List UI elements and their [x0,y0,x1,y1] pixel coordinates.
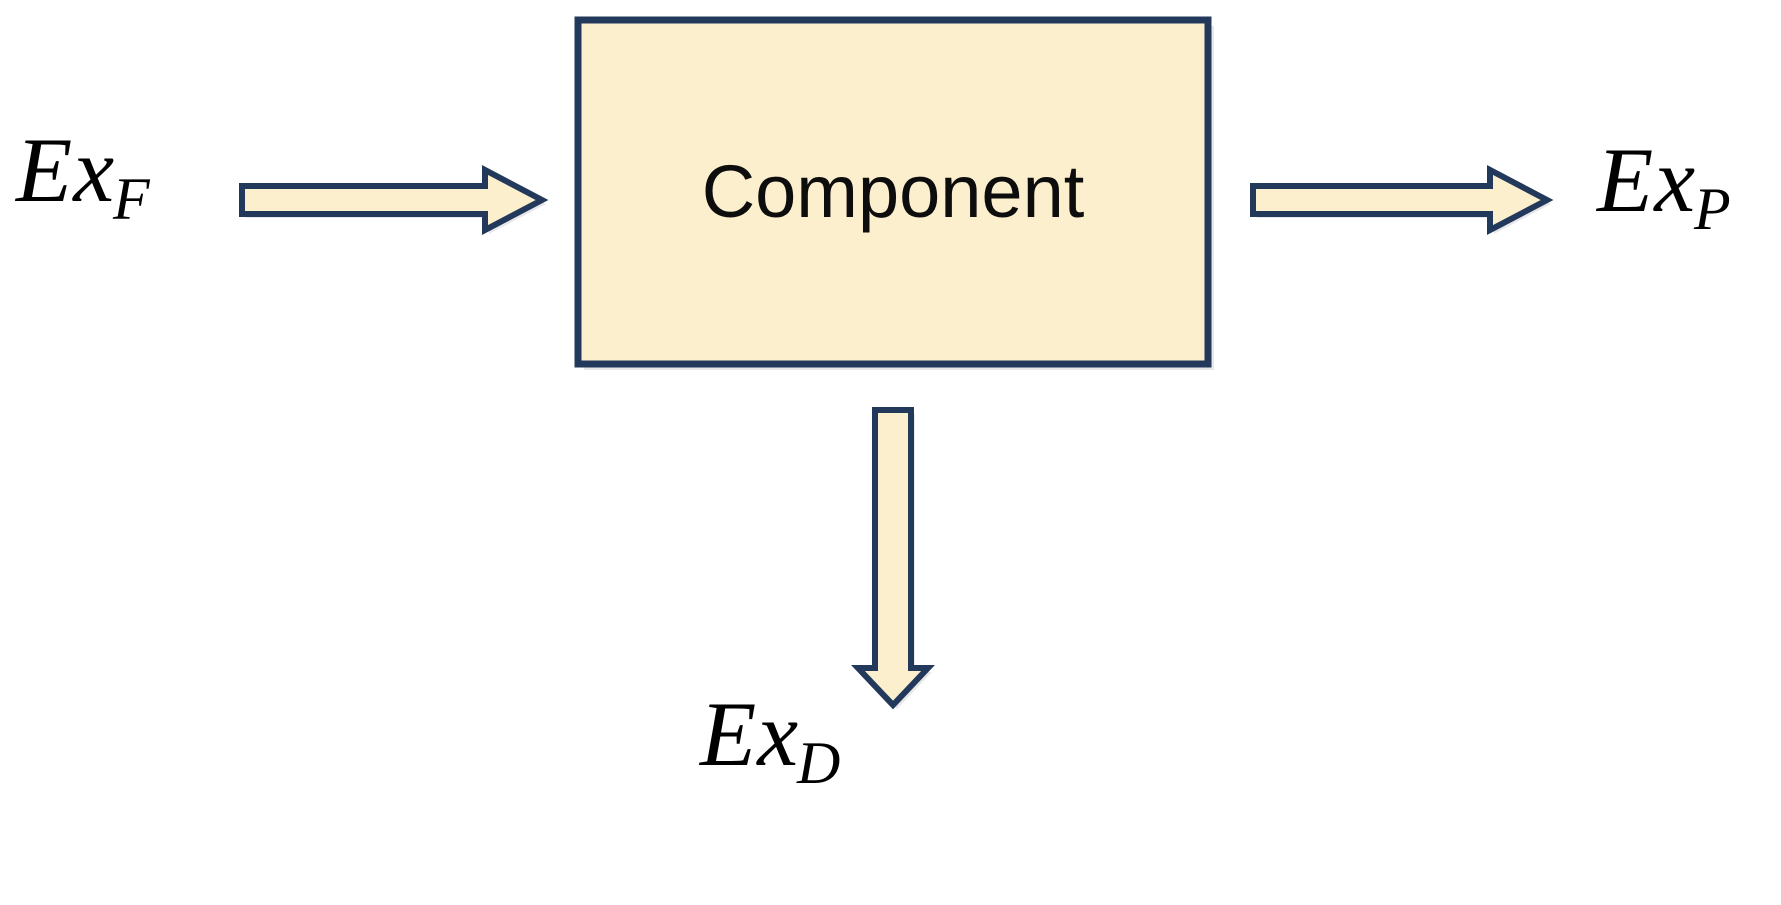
label-exergy-fuel: ExF [16,124,152,229]
arrow-product-exergy[interactable] [1250,165,1554,235]
label-exergy-fuel-base: Ex [16,119,116,221]
label-exergy-fuel-subscript: F [113,166,150,233]
label-exergy-destroyed: ExD [700,688,842,793]
component-box[interactable] [574,16,1212,368]
label-exergy-destroyed-base: Ex [700,683,800,785]
arrow-destroyed-exergy[interactable] [851,407,935,710]
label-exergy-product: ExP [1597,134,1733,239]
label-exergy-product-base: Ex [1597,129,1697,231]
arrow-fuel-exergy[interactable] [239,165,549,235]
label-exergy-product-subscript: P [1694,176,1731,243]
label-exergy-destroyed-subscript: D [797,730,841,797]
